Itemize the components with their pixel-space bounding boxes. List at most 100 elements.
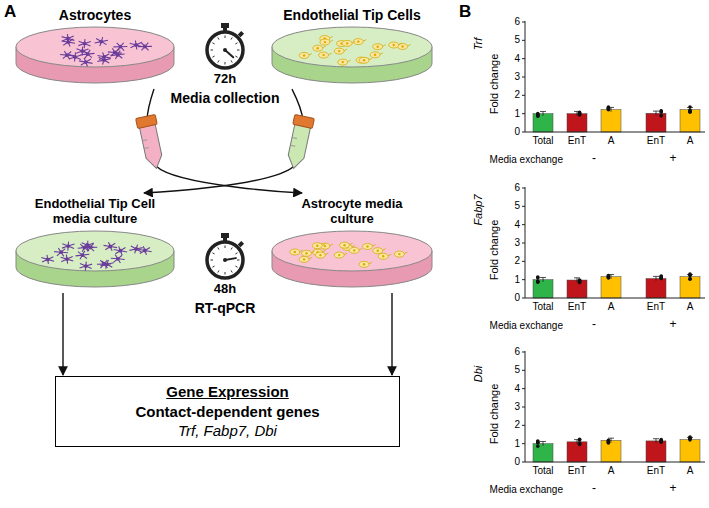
error-cap [574, 277, 580, 278]
data-point [659, 274, 663, 278]
y-tick [522, 388, 525, 389]
error-cap [540, 277, 546, 278]
bar-chart [522, 351, 705, 462]
tip-cell [334, 252, 347, 258]
astrocyte-cell [111, 51, 125, 59]
tip-body [315, 252, 325, 258]
error-cap [608, 438, 614, 439]
tip-nucleus [374, 54, 376, 56]
category-label: A [687, 301, 694, 313]
y-tick [522, 132, 525, 133]
error-bar [577, 278, 578, 282]
category-label: Total [532, 135, 553, 147]
condition-sign: + [669, 152, 676, 166]
tip-cell [299, 52, 312, 58]
y-tick [522, 58, 525, 59]
astrocyte-cell [54, 248, 68, 256]
result-box: Gene ExpressionContact-dependent genesTr… [55, 376, 400, 447]
stopwatch-tick [212, 43, 214, 44]
data-point [578, 437, 582, 441]
tip-nucleus [317, 47, 319, 49]
falcon-tube [284, 115, 315, 171]
tip-nucleus [366, 245, 368, 247]
astrocyte-cell [108, 48, 122, 56]
astrocyte-body [66, 244, 70, 248]
y-tick [522, 462, 525, 463]
tip-nucleus [319, 254, 321, 256]
petri-dish [10, 227, 180, 293]
tip-nucleus [343, 244, 345, 246]
tip-nucleus [303, 258, 305, 260]
gene-axis-label: Trf [472, 38, 485, 51]
tip-body [313, 45, 323, 51]
y-tick [522, 113, 525, 114]
tip-body [373, 44, 383, 50]
tip-cell [319, 52, 332, 58]
stopwatch-tick [235, 56, 237, 57]
gene-list: Trf, Fabp7, Dbi [66, 421, 389, 441]
stopwatch-tick [235, 266, 237, 267]
stopwatch-tick [237, 260, 240, 261]
stopwatch-tick [211, 50, 214, 51]
tip-cell [312, 243, 325, 249]
data-point [578, 111, 582, 115]
error-cap [653, 438, 659, 439]
astrocyte-body [143, 45, 147, 49]
tip-cell [389, 42, 402, 48]
bar [601, 277, 621, 298]
flow-arrow [144, 89, 304, 193]
astrocyte-cell [100, 260, 113, 269]
astrocyte-body [119, 45, 123, 49]
tube-body [286, 124, 311, 170]
stopwatch-tick [218, 270, 219, 272]
astrocyte-body [46, 257, 50, 261]
tip-cell [370, 52, 383, 58]
tip-nucleus [353, 249, 355, 251]
condition-sign: + [669, 482, 676, 496]
tick-label: 0 [514, 126, 520, 138]
dish-title: Endothelial Tip Cells [266, 4, 438, 23]
error-bar [656, 276, 657, 280]
y-tick [522, 352, 525, 353]
stopwatch-tick [231, 247, 232, 249]
tip-body [378, 253, 388, 259]
bar [680, 440, 700, 462]
bar [533, 444, 553, 462]
y-tick [522, 370, 525, 371]
tip-nucleus [398, 253, 400, 255]
tip-cell [302, 250, 315, 256]
tick-label: 3 [514, 237, 520, 249]
tip-nucleus [363, 263, 365, 265]
data-point [688, 277, 692, 281]
data-point [659, 114, 663, 118]
data-point [578, 438, 582, 442]
y-tick [522, 279, 525, 280]
tick-label: 3 [514, 401, 520, 413]
astrocyte-body [99, 40, 103, 44]
y-tick [522, 22, 525, 23]
culture-dish: Astrocyte media culture [266, 194, 438, 293]
tick-label: 6 [514, 16, 520, 28]
tip-body [342, 40, 352, 46]
data-point [578, 442, 582, 446]
bar [680, 277, 700, 298]
data-point [607, 439, 611, 443]
box-heading: Gene Expression [66, 382, 389, 402]
tip-body [373, 248, 383, 254]
tip-cell [299, 256, 312, 262]
astrocyte-body [66, 40, 70, 44]
tip-cell [398, 44, 411, 50]
tick-label: 2 [514, 419, 520, 431]
tick-label: 5 [514, 34, 520, 46]
stopwatch-icon [207, 233, 244, 278]
box-subheading: Contact-dependent genes [66, 402, 389, 422]
tip-cell [373, 44, 386, 50]
data-point [536, 440, 540, 444]
astrocyte-cell [79, 58, 92, 67]
astrocyte-body [134, 43, 138, 47]
axis-title: Fold change [488, 54, 501, 115]
astrocyte-cell [138, 246, 151, 255]
data-point [607, 274, 611, 278]
stopwatch-icon [207, 23, 244, 68]
data-point [578, 111, 582, 115]
